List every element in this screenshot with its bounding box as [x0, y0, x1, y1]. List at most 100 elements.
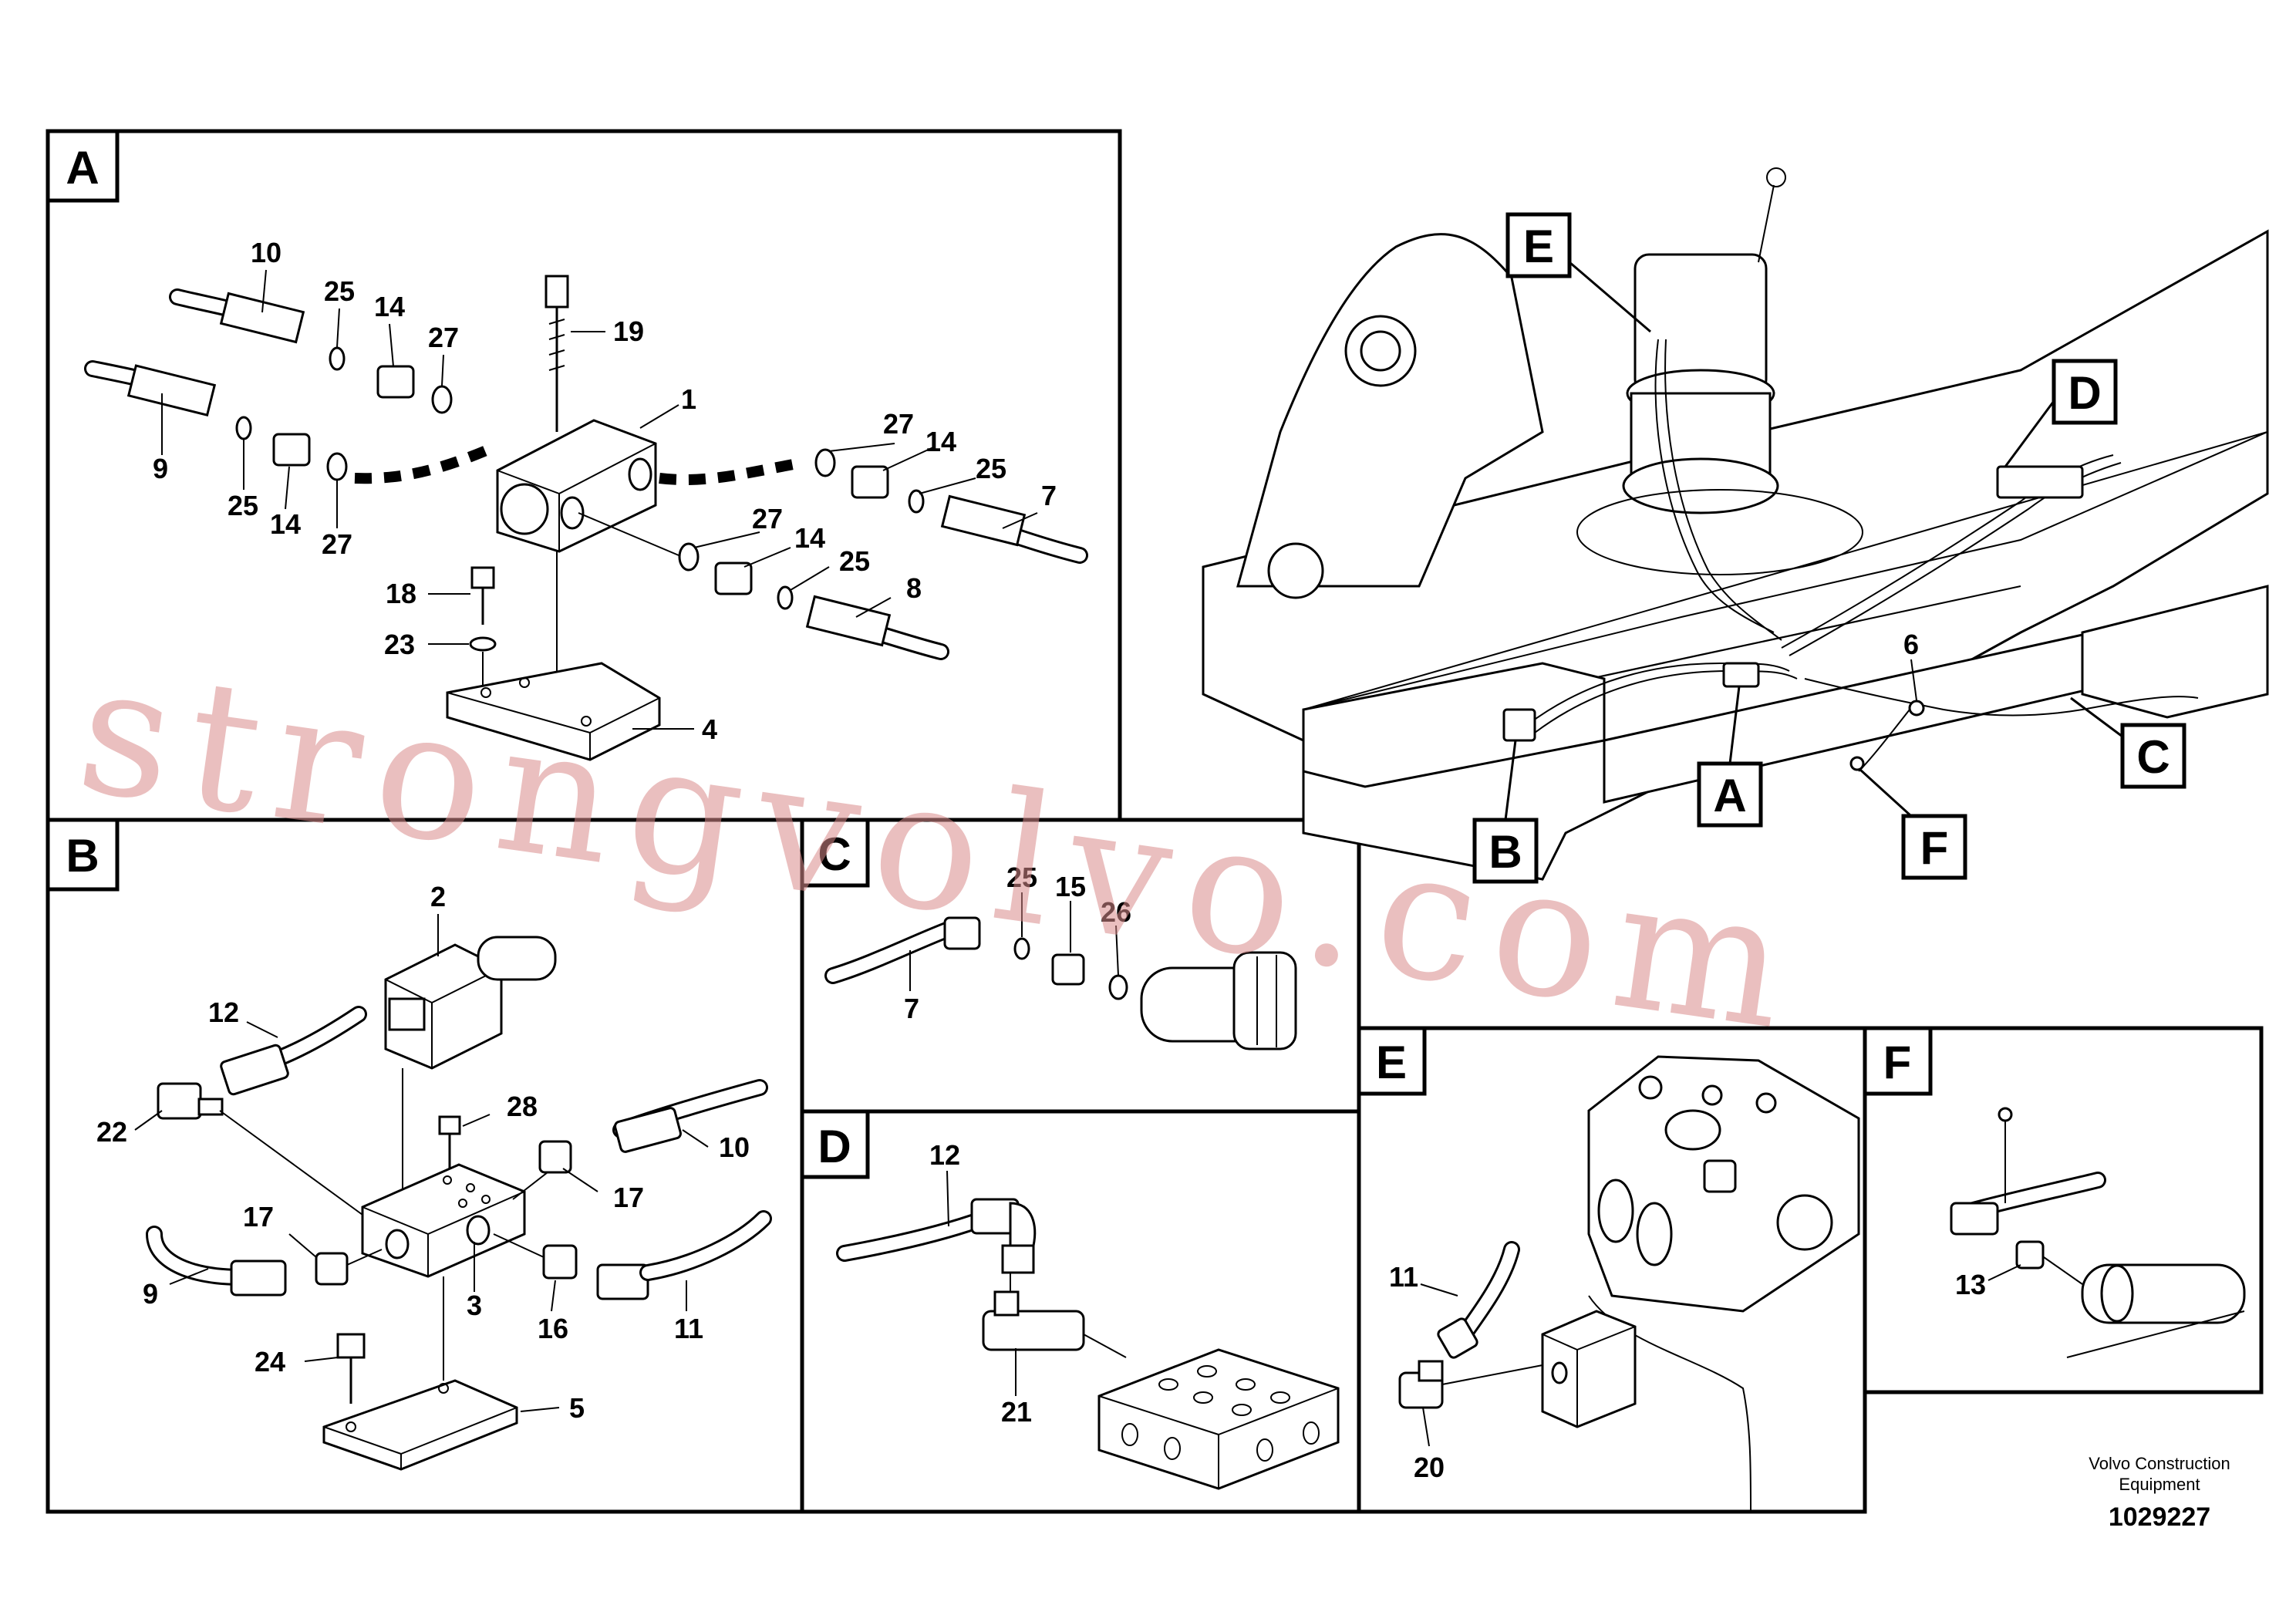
washer-23 — [469, 636, 497, 652]
hose-fitting-7-c — [943, 916, 981, 950]
callout-a-14-lower: 14 — [794, 522, 825, 554]
dashed-connection-left — [354, 442, 496, 484]
brand-line-2: Equipment — [2119, 1475, 2200, 1494]
adapter-13 — [2015, 1240, 2045, 1270]
overview-callout-6: 6 — [1903, 629, 1919, 660]
overview-tag-a: A — [1713, 770, 1746, 821]
callout-b-17-upper: 17 — [613, 1182, 644, 1213]
adapter-14-upper — [376, 365, 415, 399]
callout-c-7: 7 — [904, 993, 919, 1024]
seal-25-upper — [329, 346, 346, 371]
overview-block-d — [1996, 465, 2084, 499]
callout-b-22: 22 — [96, 1116, 127, 1148]
elbow-12-d — [1009, 1202, 1037, 1247]
callout-a-25-right: 25 — [976, 453, 1006, 484]
panel-a-tag: A — [66, 142, 99, 194]
callout-a-14-right: 14 — [925, 426, 956, 457]
callout-e-20: 20 — [1414, 1452, 1445, 1483]
adapter-17-upper — [538, 1140, 572, 1174]
seal-27-right — [814, 448, 836, 477]
boom-pin-lower — [1267, 542, 1324, 599]
seal-27-left — [326, 452, 348, 481]
seal-25-left — [235, 416, 252, 440]
callout-a-1: 1 — [681, 383, 696, 415]
solenoid-valve-2 — [384, 943, 503, 1070]
elbow-22 — [157, 1082, 202, 1120]
callout-b-28: 28 — [507, 1091, 538, 1122]
dashed-connection-right — [659, 457, 804, 485]
overview-point-f — [1849, 756, 1865, 771]
callout-b-16: 16 — [538, 1313, 568, 1344]
overview-tag-e-box — [1505, 212, 1572, 278]
screw-24-head — [336, 1333, 366, 1359]
callout-a-27-lower: 27 — [752, 503, 783, 534]
callout-c-15: 15 — [1055, 871, 1086, 902]
adapter-14-left — [272, 433, 311, 467]
callout-a-23: 23 — [384, 629, 415, 660]
callout-a-25-lower: 25 — [839, 545, 870, 577]
overview-tag-e: E — [1523, 221, 1554, 272]
callout-d-21: 21 — [1001, 1396, 1032, 1428]
callout-b-24: 24 — [255, 1346, 285, 1378]
port-1-right — [628, 457, 652, 491]
callout-a-9: 9 — [153, 453, 168, 484]
hose-fitting-9-b — [230, 1259, 287, 1297]
overview-tag-d-box — [2052, 359, 2118, 425]
callout-f-13: 13 — [1955, 1269, 1986, 1300]
callout-e-11: 11 — [1389, 1261, 1418, 1293]
plate-5 — [322, 1379, 518, 1471]
panel-f-tag: F — [1883, 1037, 1912, 1088]
panel-f: F 13 — [1863, 1026, 2246, 1358]
callout-b-2: 2 — [430, 881, 446, 912]
right-beam-end — [2081, 585, 2269, 719]
hose-fitting-9 — [126, 364, 217, 417]
bolt-19-head — [544, 275, 569, 309]
panel-d: D 12 21 — [800, 1109, 1340, 1490]
callout-a-8: 8 — [906, 572, 922, 604]
hose-fitting-11 — [596, 1263, 649, 1300]
boom-mount — [1236, 233, 1544, 588]
motor-fitting — [1703, 1159, 1737, 1193]
panel-c-tag-box — [800, 818, 870, 888]
callout-a-4: 4 — [702, 713, 717, 745]
overview-tag-c-box — [2120, 723, 2186, 789]
motor-plug — [1776, 1194, 1833, 1251]
overview-valve-b — [1502, 708, 1536, 742]
panel-frames — [46, 129, 2264, 1514]
callout-a-27-upper: 27 — [428, 322, 459, 353]
adapter-14-lower — [714, 561, 753, 595]
seal-26 — [1108, 974, 1128, 1000]
adapter-16 — [542, 1244, 578, 1280]
overview-tag-c: C — [2136, 731, 2170, 783]
motor-port-top — [1664, 1109, 1721, 1151]
seal-25-c — [1013, 937, 1030, 960]
callout-a-27-left: 27 — [322, 528, 352, 560]
plate-4 — [446, 662, 661, 761]
panel-c: C 25 15 26 7 — [800, 818, 1297, 1050]
seal-27-upper — [431, 385, 453, 414]
seal-25-lower — [777, 585, 794, 610]
panel-b: B — [46, 818, 772, 1471]
panel-d-tag-box — [800, 1109, 870, 1179]
callout-a-7: 7 — [1041, 480, 1057, 511]
seal-25-right — [908, 489, 925, 514]
overview-tag-f: F — [1920, 822, 1949, 874]
swing-ring — [1576, 489, 1863, 575]
block-3-port-left — [385, 1229, 410, 1259]
panel-e-tag: E — [1376, 1037, 1407, 1088]
motor-port-1 — [1597, 1179, 1634, 1243]
adapter-15 — [1051, 953, 1085, 986]
plug-1 — [500, 483, 549, 535]
overview-tag-d: D — [2068, 367, 2101, 419]
callout-a-18: 18 — [386, 578, 416, 609]
adapter-17-lower — [315, 1252, 349, 1286]
panel-a-tag-box — [46, 129, 120, 203]
motor-port-2 — [1636, 1202, 1673, 1266]
overview-tag-f-box — [1901, 814, 1967, 880]
hose-fitting-7 — [940, 494, 1027, 547]
callout-a-14-left: 14 — [270, 508, 301, 540]
adapter-14-right — [851, 465, 889, 499]
solenoid-coil — [477, 936, 557, 981]
panel-e-tag-box — [1357, 1026, 1427, 1096]
